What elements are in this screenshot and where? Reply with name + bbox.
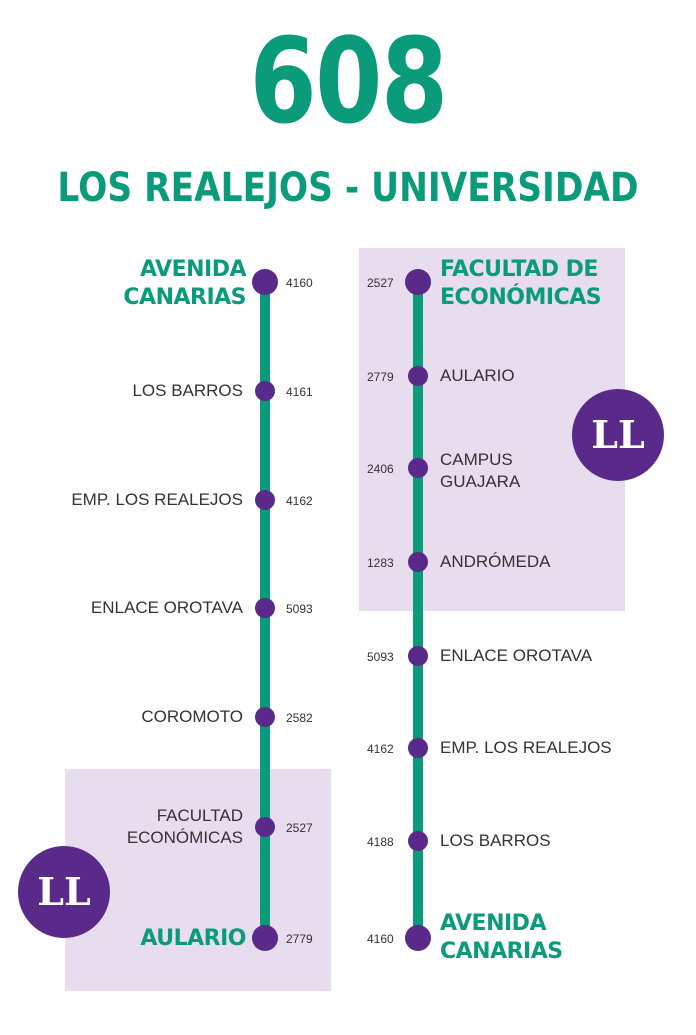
right-stop-dot — [408, 738, 428, 758]
right-stop-code: 4160 — [367, 932, 394, 946]
right-stop-code: 2527 — [367, 276, 394, 290]
left-stop-facultad-economicas: FACULTAD ECONÓMICAS — [126, 806, 243, 847]
left-stop-dot — [255, 490, 275, 510]
right-stop-code: 2779 — [367, 370, 394, 384]
university-logo-icon: LL — [572, 389, 664, 481]
left-stop-code: 2779 — [286, 932, 313, 946]
right-stop-dot-terminal — [405, 269, 431, 295]
left-stop-code: 4160 — [286, 276, 313, 290]
university-zone-left — [65, 769, 331, 991]
left-stop-dot — [255, 817, 275, 837]
right-stop-campus-guajara: CAMPUS GUAJARA — [440, 450, 521, 491]
left-stop-los-barros: LOS BARROS — [132, 381, 243, 400]
left-stop-dot — [255, 598, 275, 618]
right-stop-avenida-canarias: AVENIDA CANARIAS — [440, 911, 563, 964]
right-stop-dot — [408, 552, 428, 572]
right-stop-code: 5093 — [367, 650, 394, 664]
left-stop-dot — [255, 707, 275, 727]
route-name: LOS REALEJOS - UNIVERSIDAD — [57, 165, 639, 211]
left-stop-emp-los-realejos: EMP. LOS REALEJOS — [71, 490, 243, 509]
right-stop-enlace-orotava: ENLACE OROTAVA — [440, 646, 593, 665]
left-stop-dot-terminal — [252, 925, 278, 951]
left-stop-enlace-orotava: ENLACE OROTAVA — [90, 598, 243, 617]
left-stop-code: 2582 — [286, 711, 313, 725]
right-stop-code: 4188 — [367, 835, 394, 849]
right-stop-facultad-de-economicas: FACULTAD DE ECONÓMICAS — [440, 257, 602, 310]
right-stop-code: 4162 — [367, 742, 394, 756]
right-stop-code: 1283 — [367, 556, 394, 570]
right-stop-code: 2406 — [367, 462, 394, 476]
left-stop-code: 2527 — [286, 821, 313, 835]
right-stop-dot — [408, 831, 428, 851]
left-stop-dot — [255, 381, 275, 401]
right-stop-dot — [408, 458, 428, 478]
left-stop-code: 4162 — [286, 494, 313, 508]
right-stop-los-barros: LOS BARROS — [440, 831, 551, 850]
left-stop-code: 4161 — [286, 385, 313, 399]
left-stop-code: 5093 — [286, 602, 313, 616]
right-stop-aulario: AULARIO — [440, 366, 515, 385]
right-stop-dot — [408, 646, 428, 666]
right-route-line — [413, 282, 423, 938]
left-stop-dot-terminal — [252, 269, 278, 295]
right-stop-emp-los-realejos: EMP. LOS REALEJOS — [440, 738, 612, 757]
left-stop-aulario: AULARIO — [140, 926, 246, 951]
right-stop-dot — [408, 366, 428, 386]
route-number: 608 — [249, 12, 448, 150]
left-stop-coromoto: COROMOTO — [141, 707, 243, 726]
university-logo-icon: LL — [18, 846, 110, 938]
right-stop-andromeda: ANDRÓMEDA — [440, 552, 551, 571]
right-stop-dot-terminal — [405, 925, 431, 951]
left-stop-avenida-canarias: AVENIDA CANARIAS — [123, 257, 246, 310]
